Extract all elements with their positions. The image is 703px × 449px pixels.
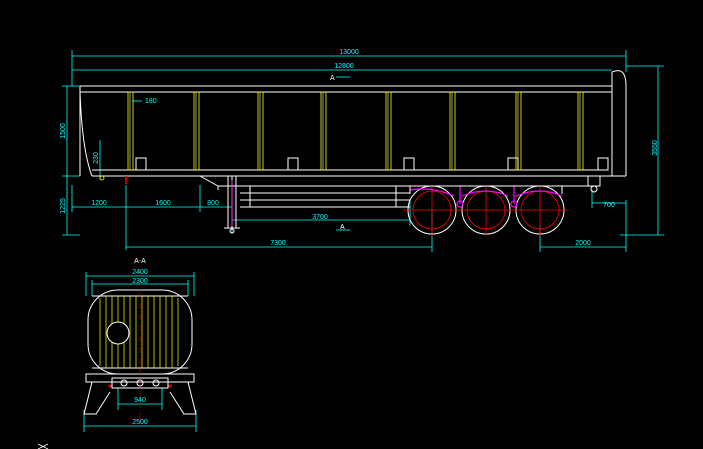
dim-floor-height: 1225 (60, 198, 67, 214)
spare-wheel-icon (106, 321, 130, 345)
dim-kingpin-to-axle: 7300 (270, 240, 286, 247)
side-dimension-lines (62, 50, 664, 252)
dim-body-length: 12800 (334, 63, 354, 70)
trailer-body (79, 70, 627, 208)
dim-leg-width: 800 (207, 200, 219, 207)
dim-kingpin-offset: 1200 (91, 200, 107, 207)
ucs-icon (37, 443, 49, 449)
body-posts (127, 91, 584, 171)
section-dim-frame-spacing: 940 (134, 397, 146, 404)
dim-axle-spacing: 2000 (575, 240, 591, 247)
dim-leg-to-axle: 3700 (312, 214, 328, 221)
dim-rear-overhang: 700 (603, 202, 615, 209)
section-marker-bottom: A (340, 224, 345, 231)
dim-overall-length: 13000 (339, 49, 359, 56)
dim-stake-pocket: 180 (145, 98, 157, 105)
section-dim-track-width: 2500 (132, 419, 148, 426)
side-dimension-labels: 13000 12800 A A 1500 1225 230 3550 180 1… (60, 49, 659, 247)
section-marker-top: A (330, 75, 335, 82)
dim-body-height: 1500 (60, 123, 67, 139)
dim-overall-height: 3550 (652, 140, 659, 156)
section-title: A-A (134, 258, 146, 265)
wheels (404, 185, 568, 236)
dim-rail-spacing: 230 (93, 152, 100, 164)
section-view: A-A 2400 2300 940 2500 (83, 258, 197, 432)
kingpin (99, 175, 127, 184)
dim-kingpin-to-leg: 1600 (155, 200, 171, 207)
